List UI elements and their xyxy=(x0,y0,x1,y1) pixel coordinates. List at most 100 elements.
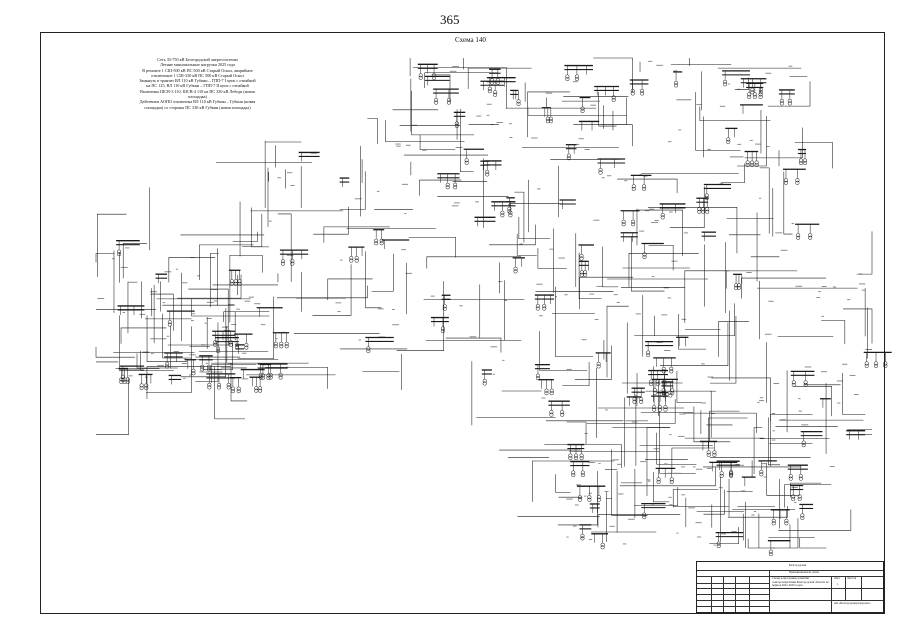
transformer-winding xyxy=(167,322,172,327)
transformer-winding xyxy=(549,391,554,396)
transmission-line xyxy=(323,226,390,243)
label-mark xyxy=(508,204,511,206)
transformer-winding xyxy=(229,281,234,286)
transformer-winding xyxy=(596,495,601,500)
transformer-winding xyxy=(701,207,706,212)
label-mark xyxy=(692,466,696,468)
drawing-sheet xyxy=(40,32,885,614)
transformer-winding xyxy=(579,272,584,277)
transformer-winding xyxy=(660,215,665,220)
transformer-winding xyxy=(379,238,384,243)
label-mark xyxy=(588,492,592,494)
label-mark xyxy=(847,299,851,301)
transmission-line xyxy=(467,67,532,89)
transmission-line xyxy=(672,489,719,508)
title-block-sheet-number: 1 xyxy=(837,583,839,586)
transformer-winding xyxy=(798,158,804,163)
label-mark xyxy=(285,366,289,368)
transmission-line xyxy=(747,538,775,549)
label-mark xyxy=(490,346,498,348)
label-mark xyxy=(695,468,703,470)
transformer-winding xyxy=(119,377,124,382)
transformer-winding xyxy=(273,344,278,349)
title-block-description: Схема и программа развития электроэнерге… xyxy=(772,577,829,587)
label-mark xyxy=(151,353,154,355)
label-mark xyxy=(753,511,757,512)
transformer-winding xyxy=(787,101,792,106)
transformer-winding xyxy=(670,388,675,393)
label-mark xyxy=(639,174,642,176)
transformer-winding xyxy=(791,494,796,499)
transformer-winding xyxy=(445,182,450,187)
transmission-line xyxy=(265,367,328,389)
label-mark xyxy=(644,210,650,212)
label-mark xyxy=(707,376,714,378)
label-mark xyxy=(755,143,761,145)
transformer-winding xyxy=(144,385,149,391)
transformer-winding xyxy=(719,471,724,476)
label-mark xyxy=(452,205,459,207)
transmission-line xyxy=(741,277,827,299)
transformer-winding xyxy=(723,79,728,84)
transformer-winding xyxy=(800,513,805,518)
transformer-winding xyxy=(535,303,540,309)
transmission-line xyxy=(699,106,771,122)
label-mark xyxy=(181,282,188,284)
transformer-winding xyxy=(279,341,284,346)
label-mark xyxy=(596,285,604,287)
label-mark xyxy=(476,115,482,117)
label-mark xyxy=(798,410,803,412)
label-mark xyxy=(120,266,128,268)
transformer-winding xyxy=(630,91,635,96)
label-mark xyxy=(701,402,707,404)
transformer-winding xyxy=(244,345,249,350)
transformer-winding xyxy=(279,344,284,349)
label-mark xyxy=(735,464,740,465)
transformer-winding xyxy=(784,518,789,523)
label-mark xyxy=(404,213,407,215)
label-mark xyxy=(227,362,233,364)
transformer-winding xyxy=(697,209,702,214)
transmission-line xyxy=(518,216,551,239)
transmission-line xyxy=(460,109,474,172)
transmission-line xyxy=(573,124,633,147)
label-mark xyxy=(678,129,682,131)
transmission-line xyxy=(514,191,525,243)
transmission-line xyxy=(737,116,767,167)
transmission-line xyxy=(371,253,394,292)
label-mark xyxy=(639,230,645,232)
transformer-winding xyxy=(580,106,585,111)
transformer-winding xyxy=(797,494,802,499)
label-mark xyxy=(763,476,767,478)
label-mark xyxy=(204,322,207,324)
label-mark xyxy=(354,198,362,200)
transformer-winding xyxy=(122,379,127,385)
label-mark xyxy=(206,318,212,319)
label-mark xyxy=(221,326,229,328)
transformer-winding xyxy=(788,476,793,481)
transformer-winding xyxy=(573,453,579,458)
label-mark xyxy=(405,272,413,274)
transmission-line xyxy=(709,527,739,545)
label-mark xyxy=(842,363,848,365)
transformer-winding xyxy=(500,213,505,218)
label-mark xyxy=(566,498,573,500)
transformer-winding xyxy=(579,256,584,261)
label-mark xyxy=(651,503,655,505)
label-mark xyxy=(681,494,685,496)
transmission-line xyxy=(799,538,827,549)
transformer-winding xyxy=(167,320,172,325)
label-mark xyxy=(469,336,477,338)
transmission-line xyxy=(327,278,373,301)
transmission-line xyxy=(784,484,832,508)
transformer-winding xyxy=(656,479,661,484)
label-mark xyxy=(405,144,411,146)
transformer-winding xyxy=(803,382,808,387)
label-mark xyxy=(164,271,172,273)
transmission-line xyxy=(648,244,674,271)
label-mark xyxy=(766,146,770,148)
transmission-line xyxy=(636,209,683,257)
transmission-line xyxy=(339,171,366,210)
transformer-winding xyxy=(656,477,661,482)
transmission-line xyxy=(767,417,780,466)
